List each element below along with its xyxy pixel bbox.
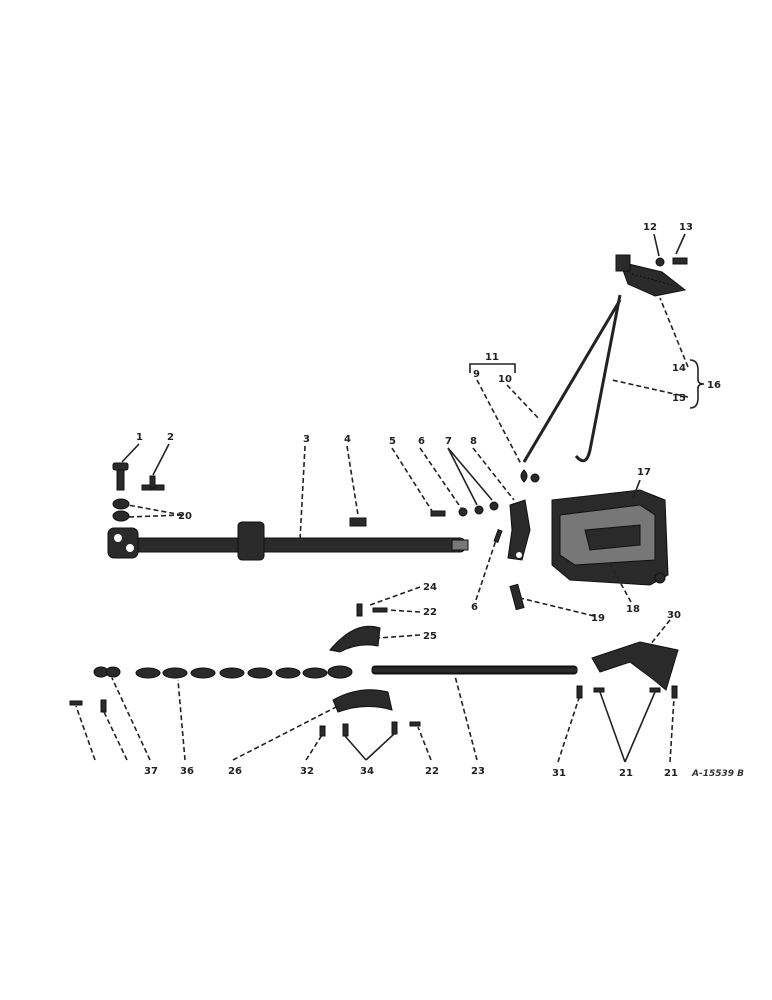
callout-10: 10 — [498, 374, 512, 385]
callout-22-upper: 22 — [423, 607, 437, 618]
part-hook-rod-15 — [574, 294, 622, 463]
callout-13: 13 — [679, 222, 693, 233]
callout-18: 18 — [626, 604, 640, 615]
part-threaded-rod-23 — [371, 665, 578, 675]
callout-labels: 1 2 3 4 5 6 7 8 9 10 11 12 13 14 15 16 1… — [136, 222, 744, 779]
callout-6: 6 — [418, 436, 425, 447]
callout-23: 23 — [471, 766, 485, 777]
part-small-hardware-5-7 — [430, 501, 499, 517]
part-rod-10 — [520, 299, 622, 483]
callout-11: 11 — [485, 352, 499, 363]
callout-26: 26 — [228, 766, 242, 777]
part-nut-bolt-12-13 — [655, 257, 688, 267]
callout-32: 32 — [300, 766, 314, 777]
part-key-4 — [349, 517, 367, 527]
callout-36: 36 — [180, 766, 194, 777]
callout-25: 25 — [423, 631, 437, 642]
callout-9: 9 — [473, 369, 480, 380]
part-pin-2 — [141, 475, 165, 491]
callout-12: 12 — [643, 222, 657, 233]
callout-20: 20 — [178, 511, 192, 522]
callout-30: 30 — [667, 610, 681, 621]
part-housing-17 — [551, 489, 669, 586]
part-bolt-1 — [112, 462, 129, 491]
callout-6-lower: 6 — [471, 602, 478, 613]
callout-8: 8 — [470, 436, 477, 447]
callout-21-right: 21 — [664, 768, 678, 779]
callout-19: 19 — [591, 613, 605, 624]
callout-34: 34 — [360, 766, 374, 777]
callout-7: 7 — [445, 436, 452, 447]
part-chain-36 — [135, 665, 353, 679]
callout-2: 2 — [167, 432, 174, 443]
part-clevis-pin-19 — [509, 583, 525, 611]
part-lever-arm-8 — [507, 499, 531, 561]
part-bracket-30 — [591, 641, 679, 691]
callout-16: 16 — [707, 380, 721, 391]
callout-3: 3 — [303, 434, 310, 445]
reference-code: A-15539 B — [691, 769, 744, 779]
callout-1: 1 — [136, 432, 143, 443]
part-pedal-14 — [615, 254, 687, 297]
part-bolts-24-22-upper — [356, 603, 388, 617]
part-pin-6-lower — [493, 529, 503, 543]
callout-31: 31 — [552, 768, 566, 779]
callout-24: 24 — [423, 582, 437, 593]
callout-5: 5 — [389, 436, 396, 447]
part-clamp-upper-25 — [329, 625, 381, 653]
callout-21: 21 — [619, 768, 633, 779]
part-chain-end-37 — [93, 666, 121, 678]
callout-4: 4 — [344, 434, 351, 445]
part-clamp-lower-26 — [332, 689, 393, 713]
leader-lines — [75, 233, 705, 763]
callout-17: 17 — [637, 467, 651, 478]
callout-14: 14 — [672, 363, 686, 374]
callout-15: 15 — [672, 393, 686, 404]
callout-37: 37 — [144, 766, 158, 777]
callout-22-lower: 22 — [425, 766, 439, 777]
part-shaft — [107, 521, 469, 561]
part-washers-20 — [112, 498, 130, 522]
part-lower-hardware — [69, 685, 678, 737]
